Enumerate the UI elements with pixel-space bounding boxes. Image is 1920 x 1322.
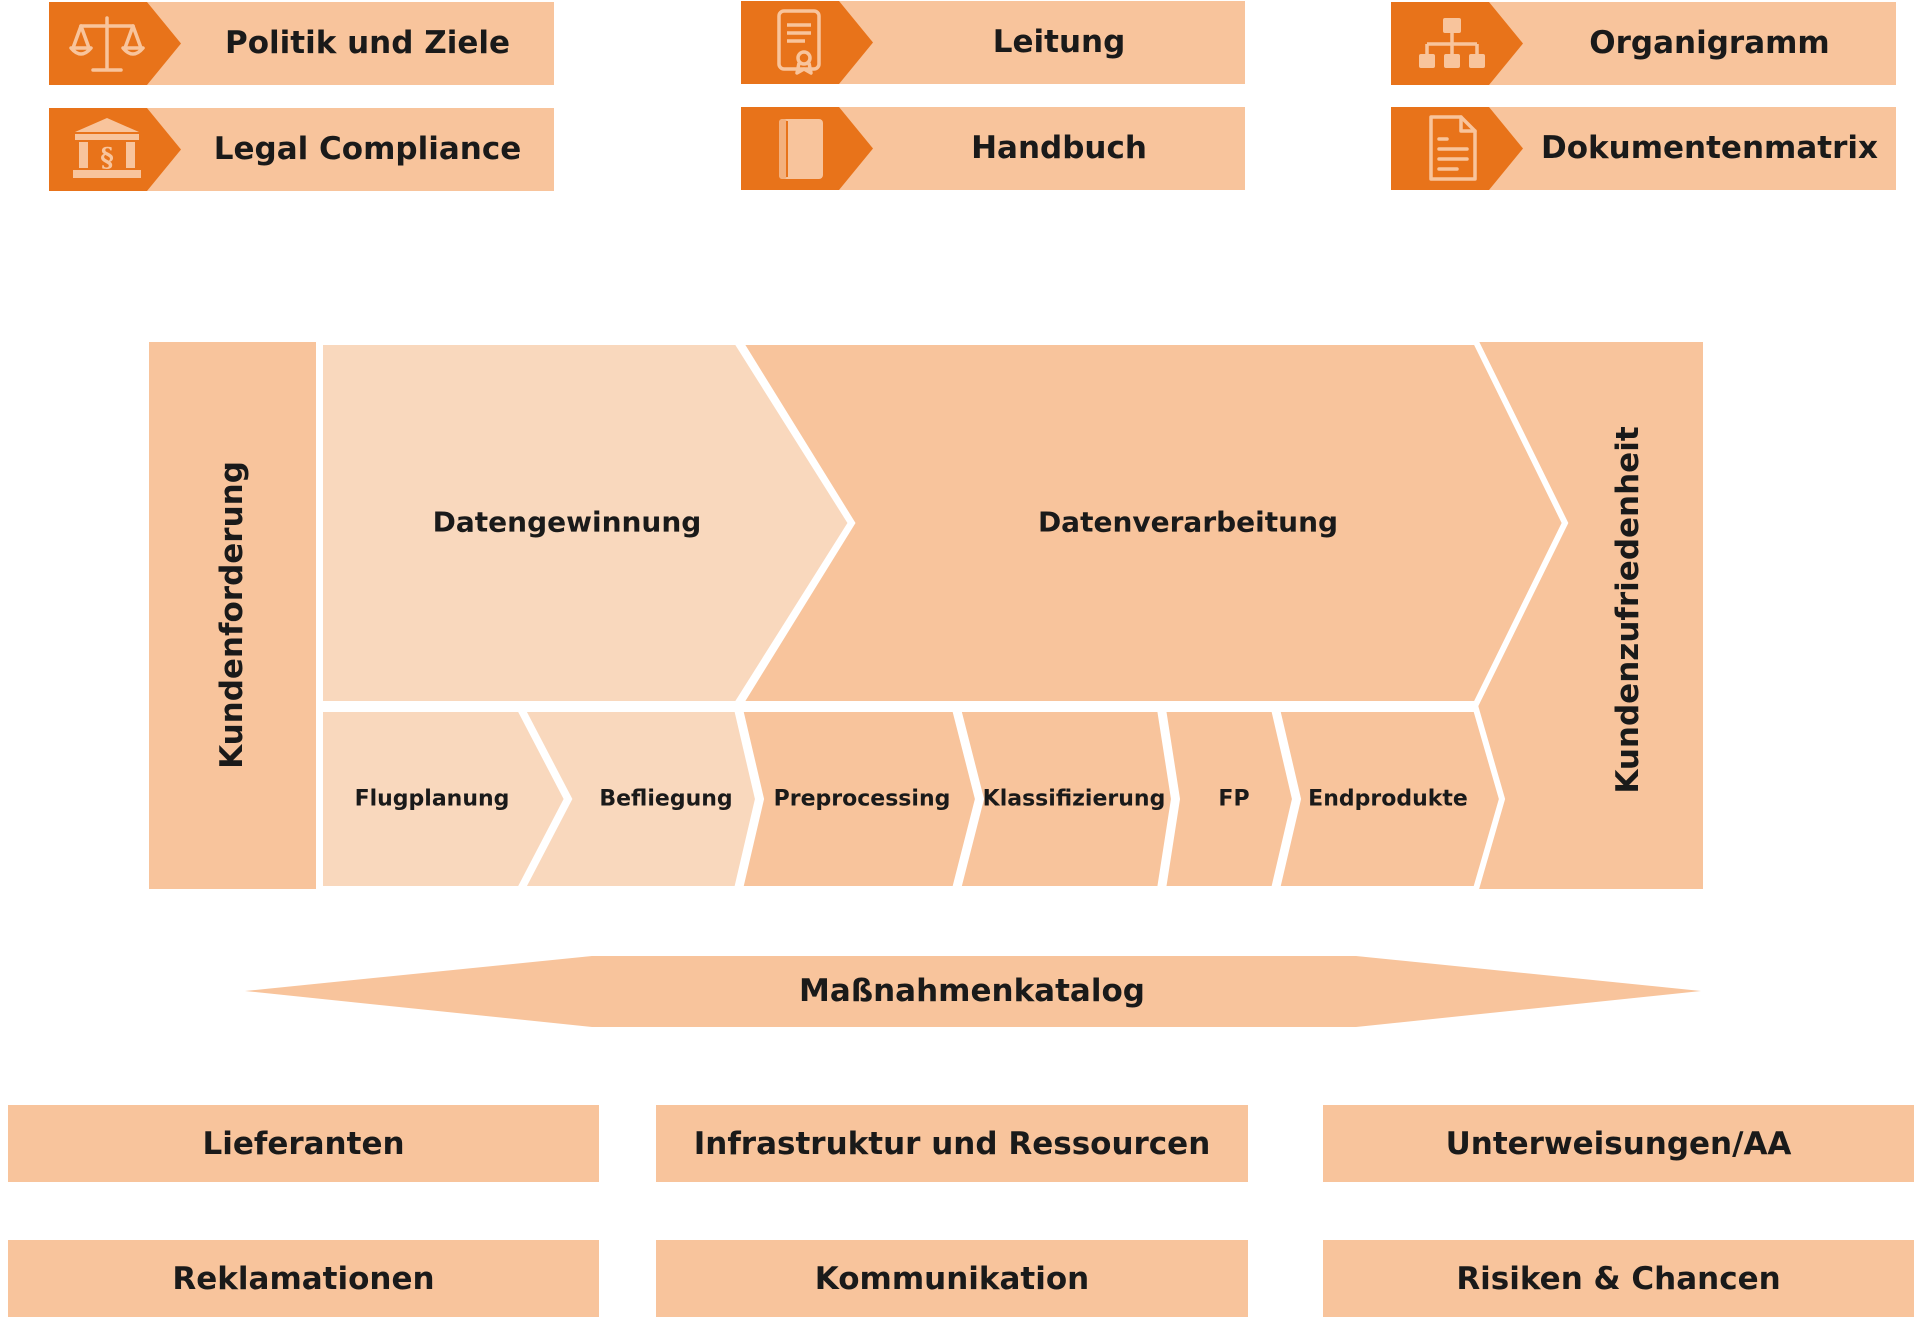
step-flugplanung[interactable]: Flugplanung xyxy=(317,706,571,892)
step-endprodukte[interactable]: Endprodukte xyxy=(1273,706,1506,892)
nav-tile-leitung[interactable]: Leitung xyxy=(741,1,1245,84)
nav-tile-label: Legal Compliance xyxy=(213,131,522,167)
support-box-reklamationen[interactable]: Reklamationen xyxy=(8,1240,599,1317)
customer-satisfaction-label: Kundenzufriedenheit xyxy=(1610,426,1646,793)
support-box-lieferanten[interactable]: Lieferanten xyxy=(8,1105,599,1182)
nav-tile-handbuch[interactable]: Handbuch xyxy=(741,107,1245,190)
nav-tile-label: Politik und Ziele xyxy=(224,25,511,61)
step-label: Flugplanung xyxy=(355,787,510,812)
support-box-risiken-chancen[interactable]: Risiken & Chancen xyxy=(1323,1240,1914,1317)
nav-tile-organigramm[interactable]: Organigramm xyxy=(1391,2,1896,85)
support-box-unterweisungen[interactable]: Unterweisungen/AA xyxy=(1323,1105,1914,1182)
nav-tile-label: Leitung xyxy=(992,24,1126,60)
customer-requirement-block[interactable]: Kundenforderung xyxy=(149,342,316,889)
scales-icon xyxy=(69,16,145,72)
support-box-infrastruktur[interactable]: Infrastruktur und Ressourcen xyxy=(656,1105,1248,1182)
svg-text:§: § xyxy=(100,143,114,173)
step-label: Klassifizierung xyxy=(983,787,1166,812)
certificate-icon xyxy=(777,9,821,75)
step-label: Preprocessing xyxy=(774,787,951,812)
courthouse-paragraph-icon: § xyxy=(73,118,141,178)
document-icon xyxy=(1429,115,1477,181)
phase-data-processing[interactable]: Datenverarbeitung xyxy=(734,339,1569,707)
phase-data-acquisition[interactable]: Datengewinnung xyxy=(317,339,855,707)
measures-catalog[interactable]: Maßnahmenkatalog xyxy=(245,956,1701,1027)
nav-tile-shape xyxy=(741,107,1245,190)
step-label: FP xyxy=(1218,787,1249,812)
nav-tile-label: Organigramm xyxy=(1589,25,1830,61)
support-box-label: Infrastruktur und Ressourcen xyxy=(693,1125,1211,1162)
step-klassifizierung[interactable]: Klassifizierung xyxy=(954,706,1178,892)
phase-data-processing-label: Datenverarbeitung xyxy=(1038,506,1338,539)
phase-data-acquisition-label: Datengewinnung xyxy=(433,506,702,539)
nav-tile-shape xyxy=(741,1,1245,84)
nav-tile-politik-und-ziele[interactable]: Politik und Ziele xyxy=(49,2,554,85)
nav-tile-shape xyxy=(49,2,554,85)
book-icon xyxy=(779,119,823,179)
nav-tile-label: Handbuch xyxy=(971,130,1147,166)
step-label: Endprodukte xyxy=(1308,787,1468,812)
support-box-label: Unterweisungen/AA xyxy=(1445,1125,1792,1162)
step-fp[interactable]: FP xyxy=(1159,706,1299,892)
nav-tile-shape xyxy=(1391,2,1896,85)
support-box-label: Lieferanten xyxy=(202,1125,405,1162)
nav-tile-shape xyxy=(1391,107,1896,190)
customer-requirement-label: Kundenforderung xyxy=(214,461,250,769)
nav-tile-dokumentenmatrix[interactable]: Dokumentenmatrix xyxy=(1391,107,1896,190)
nav-tile-label: Dokumentenmatrix xyxy=(1541,130,1878,166)
step-label: Befliegung xyxy=(599,787,732,812)
support-box-kommunikation[interactable]: Kommunikation xyxy=(656,1240,1248,1317)
org-chart-icon xyxy=(1419,18,1485,68)
nav-tile-legal-compliance[interactable]: § Legal Compliance xyxy=(49,108,554,191)
step-preprocessing[interactable]: Preprocessing xyxy=(736,706,982,892)
support-box-label: Kommunikation xyxy=(814,1260,1090,1297)
support-box-label: Risiken & Chancen xyxy=(1456,1260,1781,1297)
measures-catalog-label: Maßnahmenkatalog xyxy=(799,973,1145,1009)
support-box-label: Reklamationen xyxy=(172,1260,435,1297)
nav-tile-shape: § xyxy=(49,108,554,191)
